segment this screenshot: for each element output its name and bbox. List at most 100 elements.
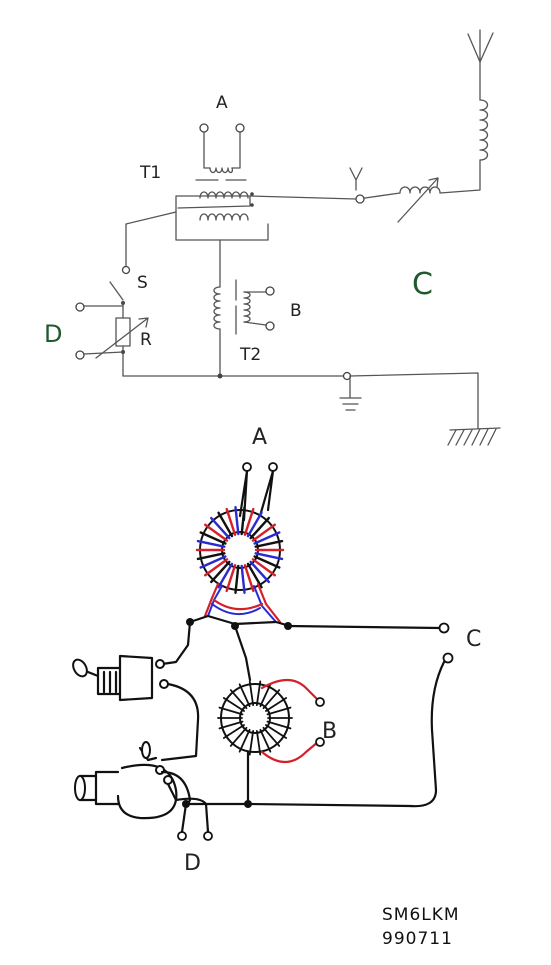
toroid-winding-turn xyxy=(251,558,276,577)
toroid-winding-turn xyxy=(199,555,227,569)
sense-winding-a xyxy=(199,123,245,174)
label-b-top: B xyxy=(290,301,302,321)
toroid-winding-turn xyxy=(248,729,255,756)
toroid-winding-turn xyxy=(218,706,244,716)
toroid-winding-turn xyxy=(196,539,226,548)
toroid-winding-turn xyxy=(222,724,245,739)
toroid-winding-turn xyxy=(240,506,246,536)
label-c-bottom: C xyxy=(466,627,481,652)
ground-bus xyxy=(122,372,479,429)
b-terminal xyxy=(265,321,275,331)
t2-toroid xyxy=(217,680,293,756)
toroid-winding-turn xyxy=(196,552,226,561)
toroid-winding-turn xyxy=(249,516,270,540)
toroid-winding-turn xyxy=(199,531,227,545)
schematic: A T1 S D R B T2 C xyxy=(44,29,501,446)
toroid-winding-turn xyxy=(255,680,262,707)
toroid-winding-turn xyxy=(229,689,248,710)
toroid-winding-turn xyxy=(255,729,262,756)
toroid-winding-turn xyxy=(234,506,240,536)
label-c-top: C xyxy=(412,267,433,302)
label-t1: T1 xyxy=(139,163,161,183)
toroid-winding-turn xyxy=(266,720,292,730)
antenna-loading-coil xyxy=(479,99,489,161)
toroid-winding-turn xyxy=(251,523,276,542)
d-terminal-left xyxy=(177,831,187,841)
toroid-winding-turn xyxy=(243,507,255,536)
toroid-winding-turn xyxy=(218,720,244,730)
toroid-winding-turn xyxy=(229,726,248,747)
a-terminal xyxy=(268,462,278,472)
signature-block: SM6LKM 990711 xyxy=(382,905,460,949)
antenna-icon xyxy=(467,29,494,101)
switch-s-contact xyxy=(121,265,131,275)
pictorial-assembly: A C B D xyxy=(72,425,481,876)
toroid-winding-turn xyxy=(204,523,229,542)
t1-secondary-coil xyxy=(199,213,249,221)
label-d-top: D xyxy=(44,320,62,348)
t2-primary-coil xyxy=(213,286,221,330)
toroid-winding-turn xyxy=(225,507,237,536)
label-s: S xyxy=(137,273,148,293)
toroid-winding-turn xyxy=(234,564,240,594)
label-a-top: A xyxy=(216,93,228,113)
antenna-symbol-icon xyxy=(349,167,363,191)
c-terminal-upper xyxy=(438,622,450,634)
label-t2: T2 xyxy=(239,345,261,365)
a-terminal xyxy=(242,462,252,472)
t1-primary-coil xyxy=(199,191,249,199)
label-d-bottom: D xyxy=(184,851,201,876)
label-b-bottom: B xyxy=(322,719,337,744)
toroid-winding-turn xyxy=(217,511,234,538)
toroid-winding-turn xyxy=(266,706,292,716)
toroid-winding-turn xyxy=(262,689,281,710)
feed-terminal xyxy=(355,194,365,204)
t1-phase-dot xyxy=(250,192,254,196)
toroid-winding-turn xyxy=(246,511,263,538)
label-a-bottom: A xyxy=(252,425,267,450)
toroid-winding-turn xyxy=(243,564,255,593)
ground-icon xyxy=(339,375,362,411)
toroid-winding-turn xyxy=(249,560,270,584)
toroid-winding-turn xyxy=(210,560,231,584)
toroid-winding-turn xyxy=(210,516,231,540)
toroid-winding-turn xyxy=(265,697,288,712)
toroid-winding-turn xyxy=(238,683,251,708)
toroid-winding-turn xyxy=(262,726,281,747)
chassis-ground-icon xyxy=(447,427,501,446)
toroid-winding-turn xyxy=(204,558,229,577)
b-terminal xyxy=(265,286,275,296)
c-terminal-lower xyxy=(442,652,454,664)
toroid-winding-turn xyxy=(240,564,246,594)
b-terminal-upper xyxy=(315,697,325,707)
toroid-winding-turn xyxy=(254,539,284,548)
toroid-winding-turn xyxy=(259,728,272,753)
signature-call: SM6LKM xyxy=(382,905,460,925)
toroid-winding-turn xyxy=(246,562,263,589)
resistor-r-arrow xyxy=(95,317,149,359)
d-terminal xyxy=(75,302,85,312)
switch-s-blade xyxy=(109,281,124,301)
t2-secondary-coil xyxy=(243,291,251,323)
signature-date: 990711 xyxy=(382,929,453,949)
toroid-winding-turn xyxy=(225,564,237,593)
t1-enclosure xyxy=(175,195,269,241)
d-terminal xyxy=(75,350,85,360)
potentiometer-r xyxy=(74,741,178,820)
toroid-winding-turn xyxy=(238,728,251,753)
toroid-winding-turn xyxy=(254,552,284,561)
t1-toroid xyxy=(195,506,285,594)
variable-inductor xyxy=(364,177,441,223)
b-terminal-lower xyxy=(315,737,325,747)
label-r: R xyxy=(140,330,152,350)
toroid-winding-turn xyxy=(253,555,281,569)
d-terminal-right xyxy=(203,831,213,841)
t1-phase-dot xyxy=(250,203,254,207)
toroid-winding-turn xyxy=(217,562,234,589)
toroid-winding-turn xyxy=(265,724,288,739)
toroid-winding-turn xyxy=(222,697,245,712)
toroid-winding-turn xyxy=(253,531,281,545)
toggle-switch-s xyxy=(72,654,169,702)
toroid-winding-turn xyxy=(248,680,255,707)
